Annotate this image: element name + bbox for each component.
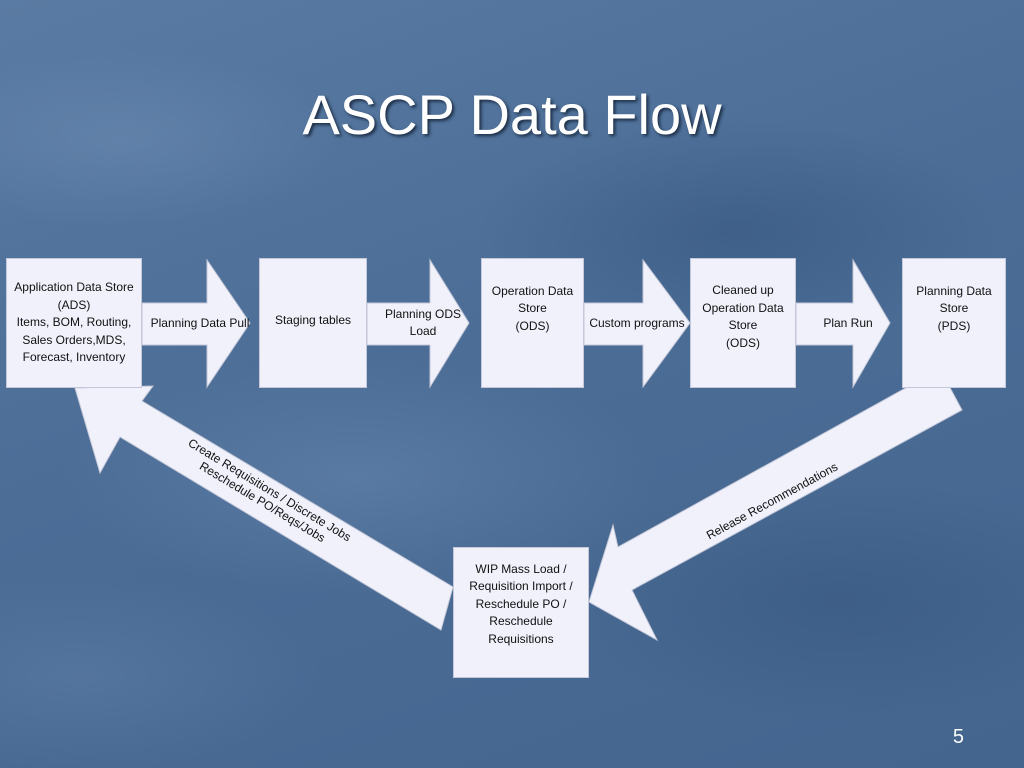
- node-staging-tables: Staging tables: [259, 258, 367, 388]
- arrow-create-requisitions: [74, 385, 454, 631]
- arrow-release-recommendations: [588, 368, 963, 642]
- node-application-data-store: Application Data Store (ADS) Items, BOM,…: [6, 258, 142, 388]
- page-number: 5: [952, 726, 964, 748]
- edge-label-planning-ods-load: Planning ODS Load: [384, 307, 462, 338]
- node-label: Operation Data Store (ODS): [491, 283, 574, 333]
- node-operation-data-store: Operation Data Store (ODS): [481, 258, 584, 388]
- edge-label-planning-data-pull: Planning Data Pull: [150, 315, 250, 330]
- node-label: Planning Data Store (PDS): [916, 283, 992, 333]
- arrow-planning-ods-load: [366, 258, 470, 389]
- slide-title: ASCP Data Flow: [302, 83, 722, 146]
- node-label: Cleaned up Operation Data Store (ODS): [702, 283, 784, 350]
- node-label: Application Data Store (ADS) Items, BOM,…: [14, 280, 134, 365]
- node-label: WIP Mass Load / Requisition Import / Res…: [469, 561, 573, 646]
- node-planning-data-store: Planning Data Store (PDS): [902, 258, 1006, 388]
- node-wip-mass-load: WIP Mass Load / Requisition Import / Res…: [453, 547, 589, 678]
- node-label: Staging tables: [274, 313, 352, 328]
- arrow-custom-programs: [583, 258, 691, 389]
- edge-label-plan-run: Plan Run: [823, 315, 873, 330]
- node-cleaned-operation-data-store: Cleaned up Operation Data Store (ODS): [690, 258, 796, 388]
- edge-label-custom-programs: Custom programs: [589, 315, 685, 330]
- arrow-plan-run: [795, 258, 891, 389]
- arrow-planning-data-pull: [141, 258, 251, 389]
